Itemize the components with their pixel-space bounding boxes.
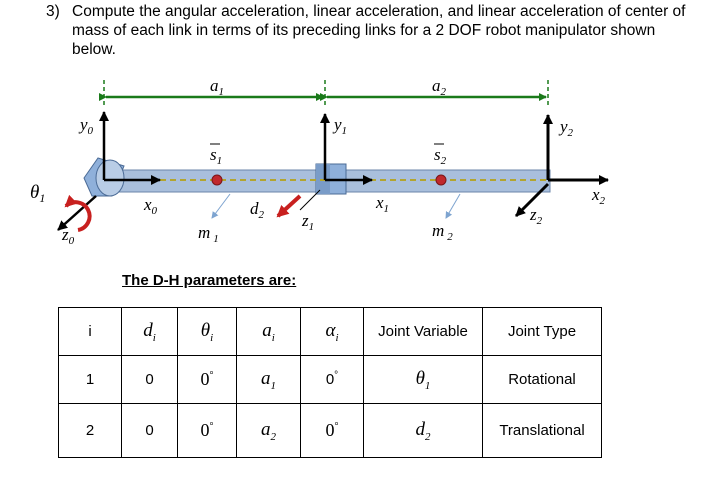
z1-axis-line bbox=[299, 189, 321, 211]
dh-row-2: 2 0 0° a2 0° d2 Translational bbox=[58, 403, 602, 458]
row1-theta: 0° bbox=[177, 355, 237, 404]
row2-joint-type: Translational bbox=[482, 403, 602, 458]
label-z2: z2 bbox=[529, 205, 543, 227]
header-theta: θi bbox=[177, 307, 237, 356]
label-d2: d2 bbox=[250, 199, 265, 221]
frame-0-axes bbox=[57, 111, 161, 231]
label-a1: a1 bbox=[210, 76, 224, 98]
label-y2: y2 bbox=[558, 117, 574, 139]
header-d: di bbox=[121, 307, 178, 356]
row2-i: 2 bbox=[58, 403, 122, 458]
question-text: Compute the angular acceleration, linear… bbox=[72, 3, 686, 58]
frame-1-axes bbox=[320, 113, 373, 185]
label-x0: x0 bbox=[143, 195, 158, 217]
row1-joint-variable: θ1 bbox=[363, 355, 483, 404]
row1-joint-type: Rotational bbox=[482, 355, 602, 404]
label-y1: y1 bbox=[332, 115, 347, 137]
label-x2: x2 bbox=[591, 185, 606, 207]
row2-d: 0 bbox=[121, 403, 178, 458]
label-z1: z1 bbox=[301, 211, 314, 233]
dh-table: i di θi ai αi Joint Variable Joint Type … bbox=[58, 307, 602, 458]
label-z0: z0 bbox=[61, 225, 75, 247]
header-joint-type: Joint Type bbox=[482, 307, 602, 356]
row2-a: a2 bbox=[236, 403, 301, 458]
mass-point-1 bbox=[211, 174, 223, 186]
reference-lines bbox=[103, 80, 549, 108]
mass-point-2 bbox=[435, 174, 447, 186]
frame-2-axes bbox=[514, 114, 609, 218]
header-alpha: αi bbox=[300, 307, 364, 356]
label-y0: y0 bbox=[78, 115, 94, 137]
row1-alpha: 0° bbox=[300, 355, 364, 404]
label-s1: s1 bbox=[210, 145, 222, 167]
dh-title: The D-H parameters are: bbox=[122, 272, 297, 289]
label-x1: x1 bbox=[375, 193, 389, 215]
row2-alpha: 0° bbox=[300, 403, 364, 458]
translation-arrow-d2 bbox=[276, 194, 302, 218]
dh-header-row: i di θi ai αi Joint Variable Joint Type bbox=[58, 307, 602, 356]
header-joint-variable: Joint Variable bbox=[363, 307, 483, 356]
row1-a: a1 bbox=[236, 355, 301, 404]
header-i: i bbox=[58, 307, 122, 356]
row1-d: 0 bbox=[121, 355, 178, 404]
row2-theta: 0° bbox=[177, 403, 237, 458]
row1-i: 1 bbox=[58, 355, 122, 404]
row2-joint-variable: d2 bbox=[363, 403, 483, 458]
label-a2: a2 bbox=[432, 76, 447, 98]
m2-pointer bbox=[445, 193, 461, 219]
dh-row-1: 1 0 0° a1 0° θ1 Rotational bbox=[58, 355, 602, 404]
header-a: ai bbox=[236, 307, 301, 356]
label-theta1: θ1 bbox=[30, 182, 45, 205]
rotation-arrow-theta1 bbox=[64, 194, 92, 232]
label-s2: s2 bbox=[434, 145, 447, 167]
m1-pointer bbox=[211, 193, 231, 219]
question-number: 3) bbox=[46, 3, 60, 20]
